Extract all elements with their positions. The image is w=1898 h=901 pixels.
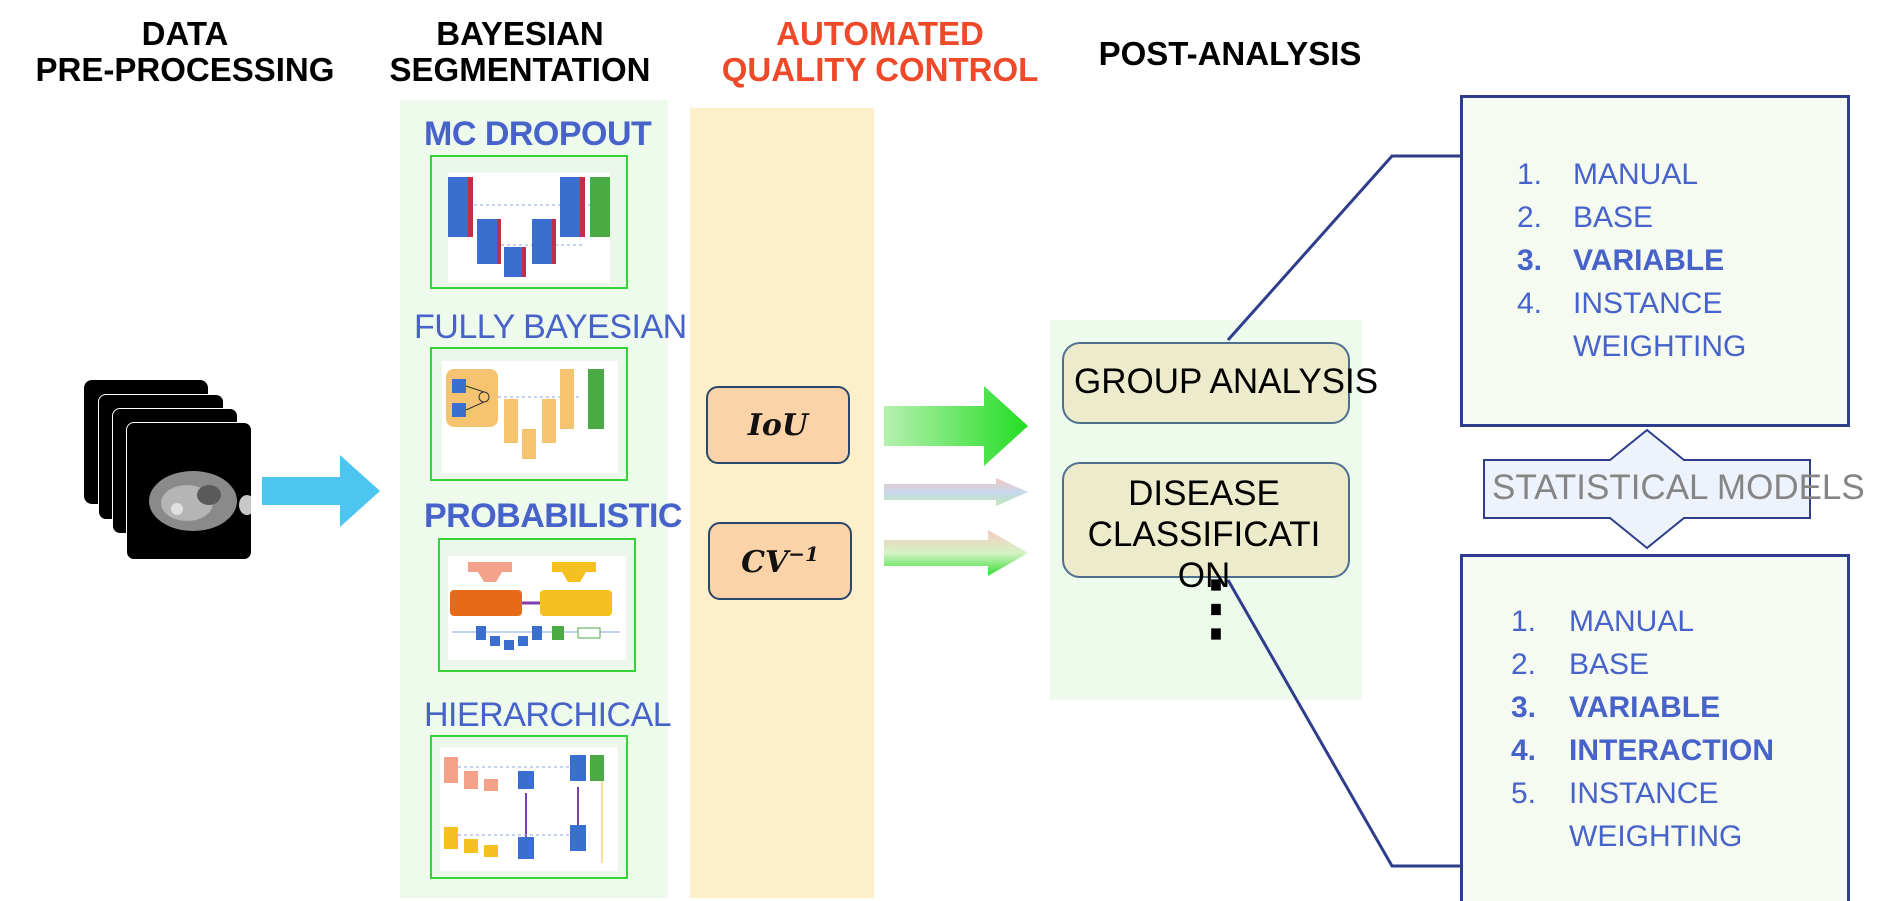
header-qc-line1: AUTOMATED xyxy=(776,15,984,52)
gradient-arrow-icon xyxy=(884,530,1028,576)
disease-classification-box xyxy=(1062,462,1350,578)
model-title-probabilistic: PROBABILISTIC xyxy=(424,497,682,535)
iou-metric-label: IoU xyxy=(747,407,809,443)
qc-output-arrows xyxy=(884,386,1028,576)
hierarchical-architecture-diagram xyxy=(430,735,628,879)
header-preprocessing: DATA PRE-PROCESSING xyxy=(20,15,350,89)
list-item-text: BASE xyxy=(1573,201,1654,234)
header-segmentation-line2: SEGMENTATION xyxy=(389,51,651,89)
list-item-number: 5. xyxy=(1511,777,1537,810)
mc-dropout-architecture-diagram xyxy=(430,155,628,289)
header-segmentation: BAYESIAN SEGMENTATION xyxy=(370,15,670,89)
mri-image-stack xyxy=(84,380,255,560)
mri-slice-front xyxy=(126,422,255,560)
quality-control-column-bg xyxy=(690,108,874,898)
header-preprocessing-line2: PRE-PROCESSING xyxy=(35,51,335,89)
disease-classification-models-box: 1. MANUAL 2. BASE 3. VARIABLE 4. INTERACTION 5. I… xyxy=(1460,554,1850,901)
header-preprocessing-line1: DATA xyxy=(141,15,229,52)
disease-classification-line2: CLASSIFICATI xyxy=(1087,514,1321,554)
header-segmentation-line1: BAYESIAN xyxy=(436,15,604,52)
group-analysis-label: GROUP ANALYSIS xyxy=(1074,362,1379,401)
list-item-text: BASE xyxy=(1569,648,1650,681)
list-item-number: 3. xyxy=(1517,244,1543,277)
list-item-number: 4. xyxy=(1517,287,1543,320)
statistical-models-label: STATISTICAL MODELS xyxy=(1492,468,1865,507)
list-item-text: WEIGHTING xyxy=(1569,820,1743,853)
list-item-number: 2. xyxy=(1511,648,1537,681)
list-item-number: 1. xyxy=(1517,158,1543,191)
list-item-number: 2. xyxy=(1517,201,1543,234)
model-title-mc-dropout: MC DROPOUT xyxy=(424,115,652,153)
iou-metric-box: IoU xyxy=(706,386,850,464)
list-item-number: 4. xyxy=(1511,734,1537,767)
header-quality-control: AUTOMATED QUALITY CONTROL xyxy=(705,15,1055,89)
cv-metric-box: CV−1 xyxy=(708,522,852,600)
cv-exponent: −1 xyxy=(788,542,819,566)
list-item-text: INSTANCE xyxy=(1573,287,1723,320)
disease-classification-label: DISEASE CLASSIFICATI ON xyxy=(1062,474,1346,597)
list-item-text: MANUAL xyxy=(1569,605,1695,638)
list-item-text: VARIABLE xyxy=(1569,691,1721,724)
abdomen-scan-image xyxy=(149,471,255,531)
list-item-number: 3. xyxy=(1511,691,1537,724)
cv-base: CV xyxy=(741,545,789,580)
list-item-text: MANUAL xyxy=(1573,158,1699,191)
list-item-text: WEIGHTING xyxy=(1573,330,1747,363)
fully-bayesian-architecture-diagram xyxy=(430,347,628,481)
more-analyses-ellipsis: ⋮ xyxy=(1180,568,1252,648)
header-qc-line2: QUALITY CONTROL xyxy=(721,51,1039,89)
model-title-hierarchical: HIERARCHICAL xyxy=(424,696,672,734)
list-item-number: 1. xyxy=(1511,605,1537,638)
disease-classification-line1: DISEASE xyxy=(1128,474,1280,513)
header-post-analysis: POST-ANALYSIS xyxy=(1098,35,1362,72)
list-item-text: VARIABLE xyxy=(1573,244,1725,277)
model-title-fully-bayesian: FULLY BAYESIAN xyxy=(414,308,687,346)
probabilistic-architecture-diagram xyxy=(438,538,636,672)
double-arrow-icon xyxy=(1483,428,1811,550)
blue-arrow-icon xyxy=(262,455,380,527)
list-item-text: INTERACTION xyxy=(1569,734,1774,767)
group-analysis-box xyxy=(1062,342,1350,424)
list-item-text: INSTANCE xyxy=(1569,777,1719,810)
gradient-arrow-icon xyxy=(884,478,1028,506)
disease-classification-line3: ON xyxy=(1177,555,1231,595)
cv-metric-label: CV−1 xyxy=(741,542,819,580)
group-analysis-models-box: 1. MANUAL 2. BASE 3. VARIABLE 4. INSTANCE WEIGHT… xyxy=(1460,95,1850,427)
green-arrow-icon xyxy=(884,386,1028,466)
